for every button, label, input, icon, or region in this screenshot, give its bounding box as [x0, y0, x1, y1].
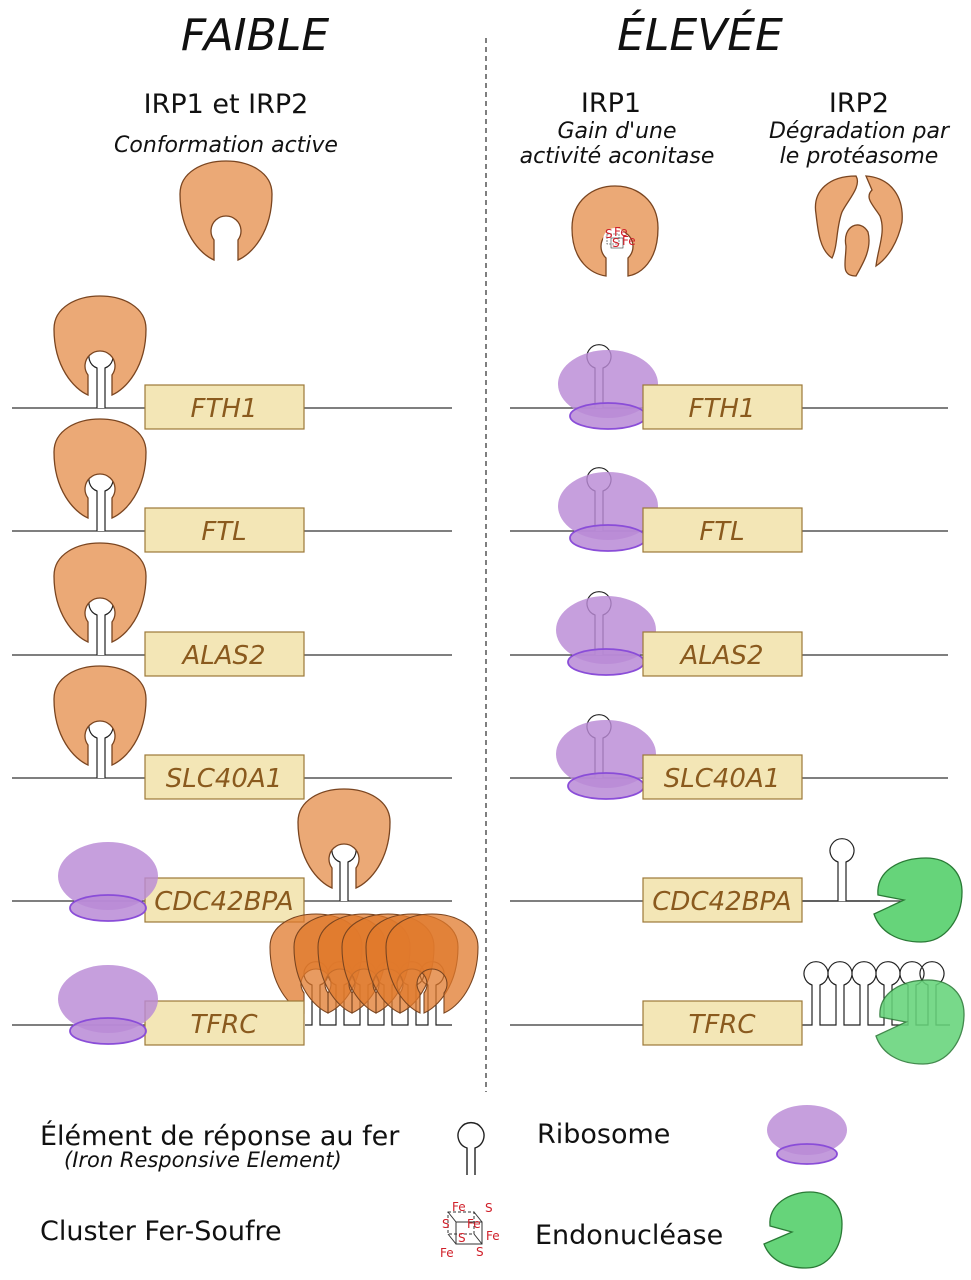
endonuclease-icon: [874, 858, 962, 942]
gene-label: ALAS2: [180, 641, 265, 671]
irp-active-icon: [180, 161, 272, 260]
gene-label: CDC42BPA: [652, 887, 791, 917]
irp2-title: IRP2: [829, 88, 889, 119]
gene-label: TFRC: [190, 1010, 258, 1040]
gene-label: FTH1: [191, 394, 258, 424]
gene-label: FTL: [201, 517, 246, 547]
irp1-aconitase-icon: S Fe S Fe: [572, 186, 658, 276]
ire-icon: [332, 839, 356, 901]
gene-label: FTH1: [689, 394, 756, 424]
gene-label: TFRC: [688, 1010, 756, 1040]
irp1-line2: activité aconitase: [520, 144, 715, 169]
svg-text:S: S: [612, 236, 620, 250]
ribosome-icon: [556, 720, 656, 799]
irp2-degraded-icon: [815, 176, 902, 276]
header-low: FAIBLE: [181, 10, 330, 61]
gene-label: SLC40A1: [664, 764, 781, 794]
gene-label: CDC42BPA: [154, 887, 293, 917]
legend-ire-icon: [458, 1123, 484, 1175]
svg-text:Fe: Fe: [486, 1229, 500, 1243]
legend-cluster-label: Cluster Fer-Soufre: [40, 1216, 282, 1247]
svg-text:Fe: Fe: [452, 1200, 466, 1214]
svg-text:S: S: [476, 1245, 484, 1259]
irp1-line1: Gain d'une: [557, 119, 676, 144]
svg-text:Fe: Fe: [467, 1217, 481, 1231]
header-high: ÉLEVÉE: [617, 8, 783, 61]
svg-text:Fe: Fe: [622, 234, 636, 248]
left-irp-state: Conformation active: [114, 133, 338, 158]
legend-iron-sulfur-cluster-icon: Fe S S Fe Fe S Fe S: [440, 1200, 500, 1260]
irp2-line2: le protéasome: [780, 144, 939, 169]
ribosome-icon: [58, 842, 158, 921]
svg-text:S: S: [485, 1201, 493, 1215]
ribosome-icon: [556, 596, 656, 675]
gene-label: SLC40A1: [166, 764, 283, 794]
irp1-title: IRP1: [581, 88, 641, 119]
left-irp-title: IRP1 et IRP2: [144, 89, 309, 120]
svg-text:S: S: [442, 1217, 450, 1231]
legend-endonuclease-icon: [764, 1192, 842, 1268]
legend-ire-english: (Iron Responsive Element): [64, 1148, 342, 1172]
legend-ribosome-label: Ribosome: [537, 1119, 670, 1150]
svg-text:S: S: [458, 1231, 466, 1245]
legend-ribosome-icon: [767, 1105, 847, 1164]
ire-icon: [802, 839, 880, 901]
gene-label: FTL: [699, 517, 744, 547]
gene-label: ALAS2: [678, 641, 763, 671]
ribosome-icon: [58, 965, 158, 1044]
legend-endonuclease-label: Endonucléase: [535, 1220, 723, 1251]
irp2-line1: Dégradation par: [769, 119, 951, 144]
svg-text:Fe: Fe: [440, 1246, 454, 1260]
